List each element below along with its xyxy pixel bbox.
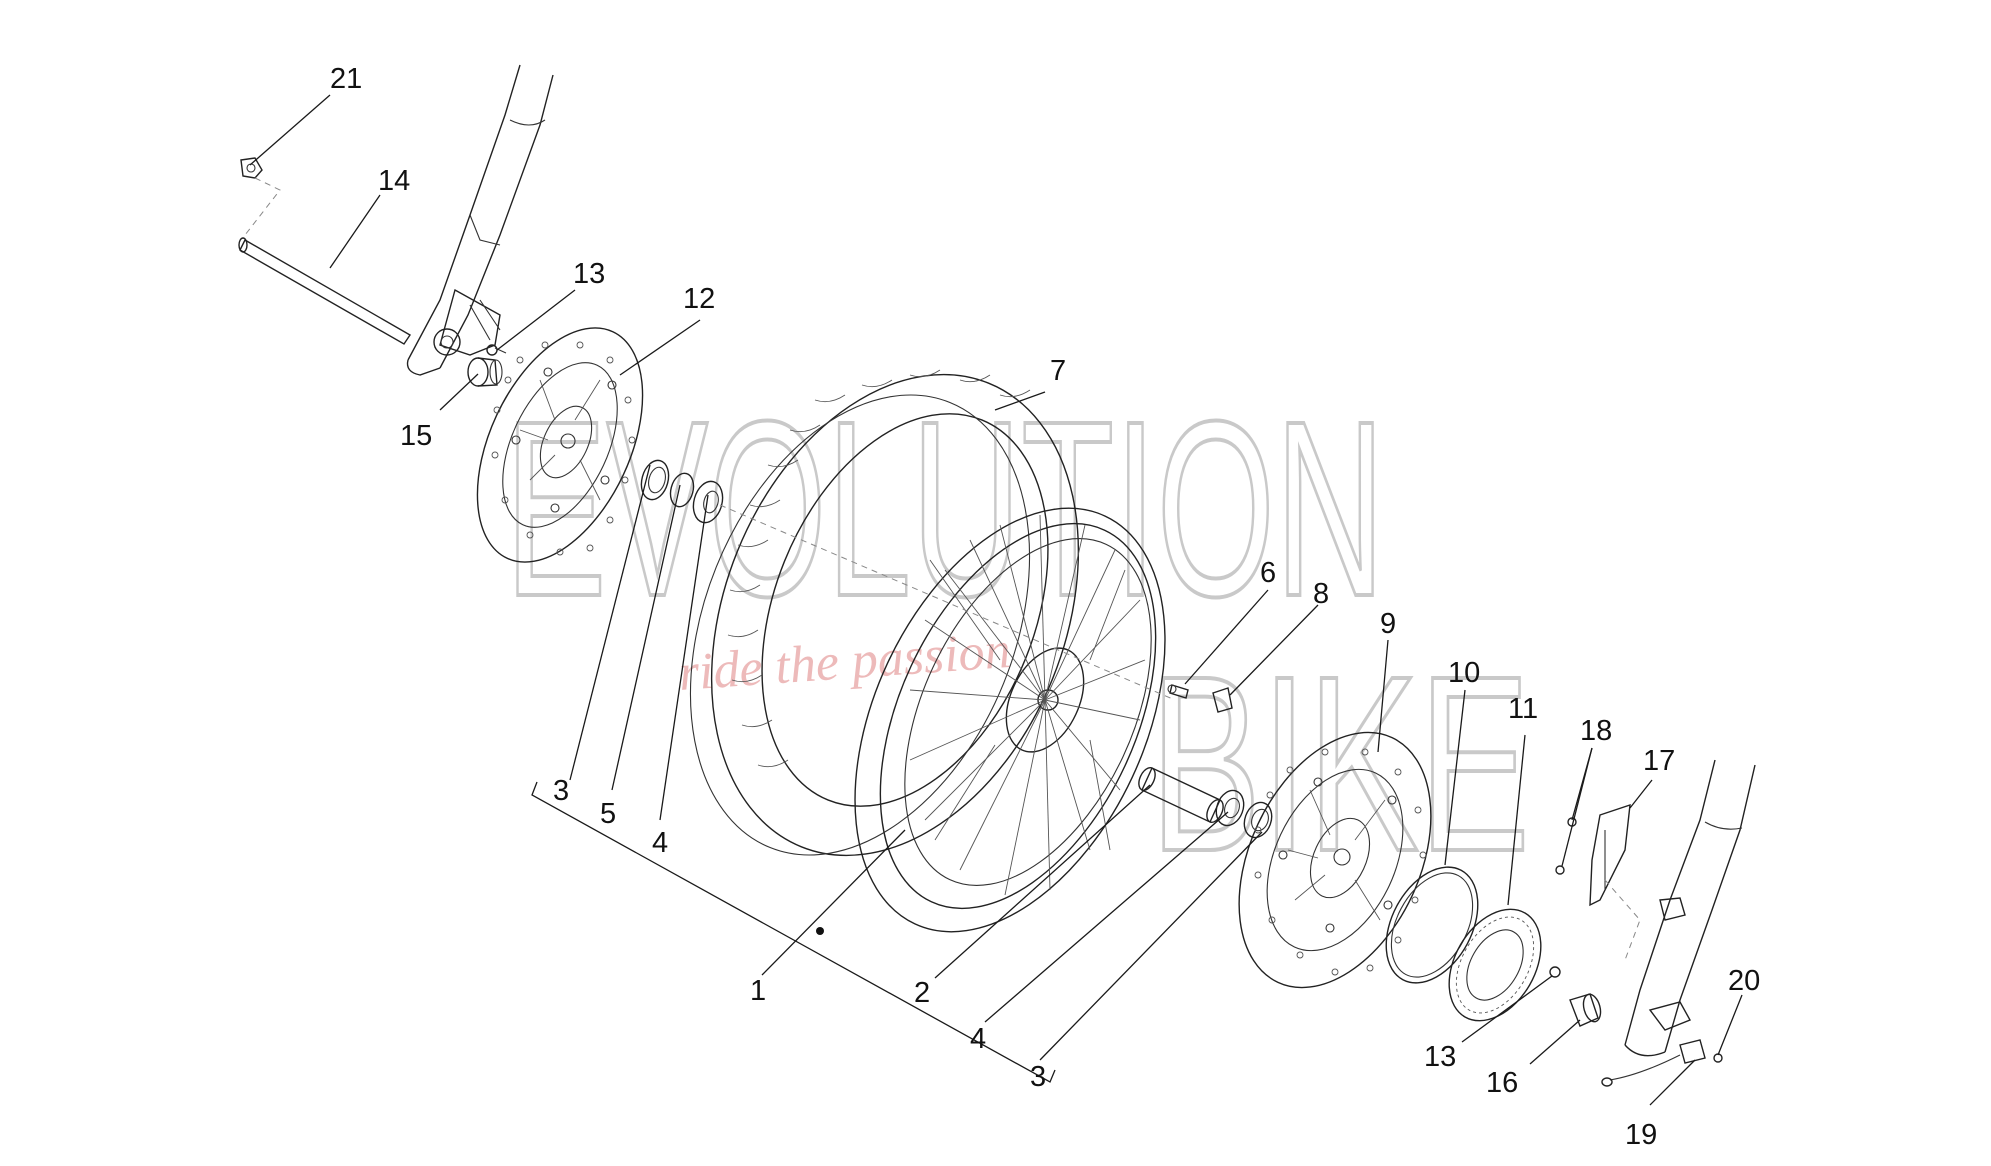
brake-disc-right: [1238, 731, 1432, 989]
bolt-right: [1549, 966, 1561, 978]
bearing-right: [1215, 789, 1245, 827]
right-fork-leg: [1624, 759, 1756, 1057]
callout-2: 2: [914, 977, 930, 1009]
callout-9: 9: [1380, 608, 1396, 640]
callout-3-right: 3: [1030, 1061, 1046, 1093]
plate-8: [1212, 687, 1233, 713]
callout-11: 11: [1508, 693, 1538, 725]
callout-13-right: 13: [1424, 1041, 1456, 1073]
spacer-left: [467, 357, 503, 387]
wheel-rim: [854, 507, 1166, 933]
axle-nut-alignment: [244, 177, 281, 236]
callout-8: 8: [1313, 578, 1329, 610]
sensor-bracket-17: [1589, 803, 1631, 907]
callout-10: 10: [1448, 657, 1480, 689]
callout-16: 16: [1486, 1067, 1518, 1099]
front-axle: [238, 237, 411, 345]
callout-13-left: 13: [573, 258, 605, 290]
callout-18: 18: [1580, 715, 1612, 747]
wheel-assembly-dot: [816, 927, 824, 935]
left-fork-leg: [406, 64, 554, 376]
oil-seal-left: [640, 459, 670, 501]
abs-tone-wheel-11: [1448, 908, 1542, 1022]
screws-18: [1555, 817, 1577, 875]
callout-numbers: 21 14 13 12 15 7 6 8 9 10 11 18 17 3 5 4…: [330, 63, 1760, 1151]
watermark: EVOLUTION BIKE ride the passion: [503, 367, 1532, 905]
assembly-bracket: [531, 781, 1056, 1083]
callout-1: 1: [750, 975, 766, 1007]
callout-15: 15: [400, 420, 432, 452]
leader-lines: [249, 94, 1743, 1106]
screw-20: [1713, 1053, 1723, 1063]
axle-nut: [240, 157, 263, 179]
callout-4-right: 4: [970, 1023, 986, 1055]
callout-21: 21: [330, 63, 362, 95]
callout-17: 17: [1643, 745, 1675, 777]
spacer-right-16: [1569, 993, 1602, 1027]
callout-3-left: 3: [553, 775, 569, 807]
watermark-brand-line2: BIKE: [1150, 624, 1530, 903]
callout-4-left: 4: [652, 827, 668, 859]
screw-6: [1167, 684, 1189, 699]
callout-14: 14: [378, 165, 410, 197]
hub-spacer: [1138, 767, 1224, 823]
bracket-alignment: [1604, 879, 1641, 961]
callout-7: 7: [1050, 355, 1066, 387]
callout-12: 12: [683, 283, 715, 315]
brake-disc-left: [476, 327, 644, 563]
callout-6: 6: [1260, 557, 1276, 589]
callout-19: 19: [1625, 1119, 1657, 1151]
hub-axis-line: [719, 504, 1176, 701]
circlip-left: [669, 472, 695, 508]
abs-sensor-19: [1601, 1039, 1706, 1087]
callout-20: 20: [1728, 965, 1760, 997]
callout-5: 5: [600, 798, 616, 830]
